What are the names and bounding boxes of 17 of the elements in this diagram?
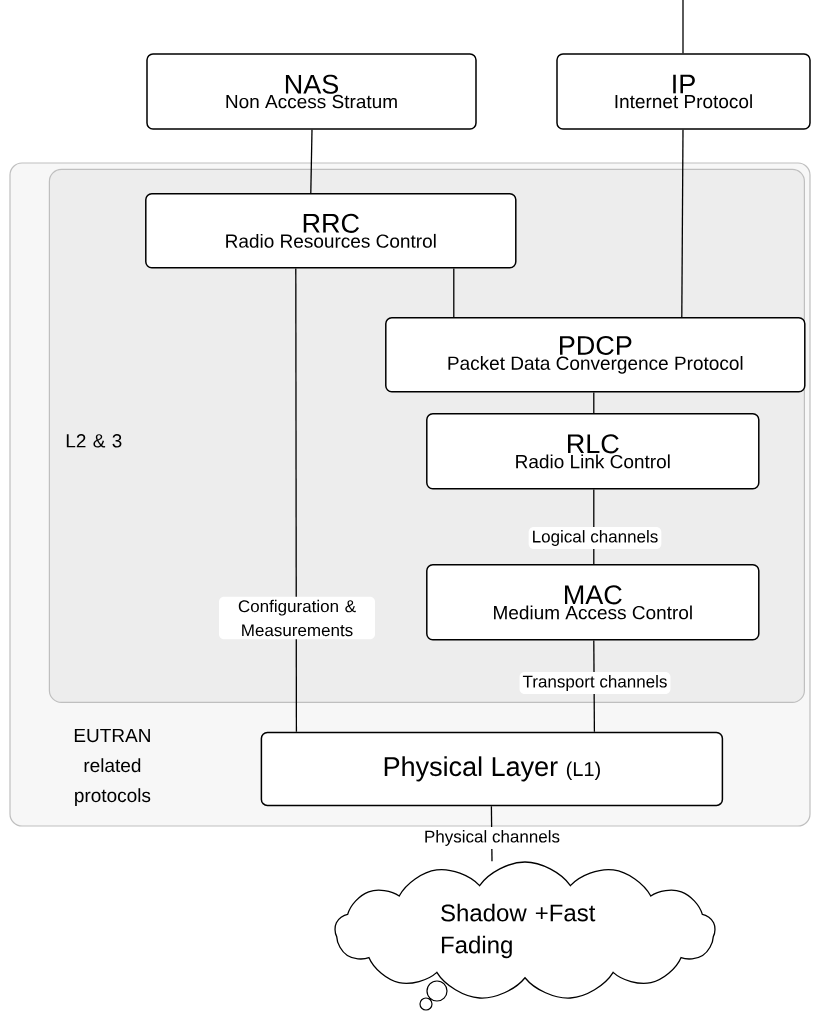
protocol-box: Physical Layer (L1) bbox=[260, 731, 724, 807]
protocol-box: IP Internet Protocol bbox=[556, 53, 811, 130]
protocol-box: MAC Medium Access Control bbox=[426, 564, 760, 641]
connector-line bbox=[310, 129, 313, 194]
protocol-box: PDCP Packet Data Convergence Protocol bbox=[385, 317, 806, 393]
protocol-box: NAS Non Access Stratum bbox=[146, 53, 477, 130]
connector-line bbox=[682, 0, 684, 54]
protocol-box: RLC Radio Link Control bbox=[426, 413, 760, 490]
edge-label: Configuration & Measurements bbox=[219, 596, 375, 640]
connector-line bbox=[681, 129, 684, 318]
connector-line bbox=[295, 267, 298, 733]
edge-label: Logical channels bbox=[528, 527, 662, 549]
connector-line bbox=[593, 391, 595, 414]
edge-label: Physical channels bbox=[420, 827, 564, 849]
edge-label: Transport channels bbox=[519, 672, 671, 694]
connector-line bbox=[453, 267, 455, 318]
protocol-box: RRC Radio Resources Control bbox=[145, 193, 517, 269]
